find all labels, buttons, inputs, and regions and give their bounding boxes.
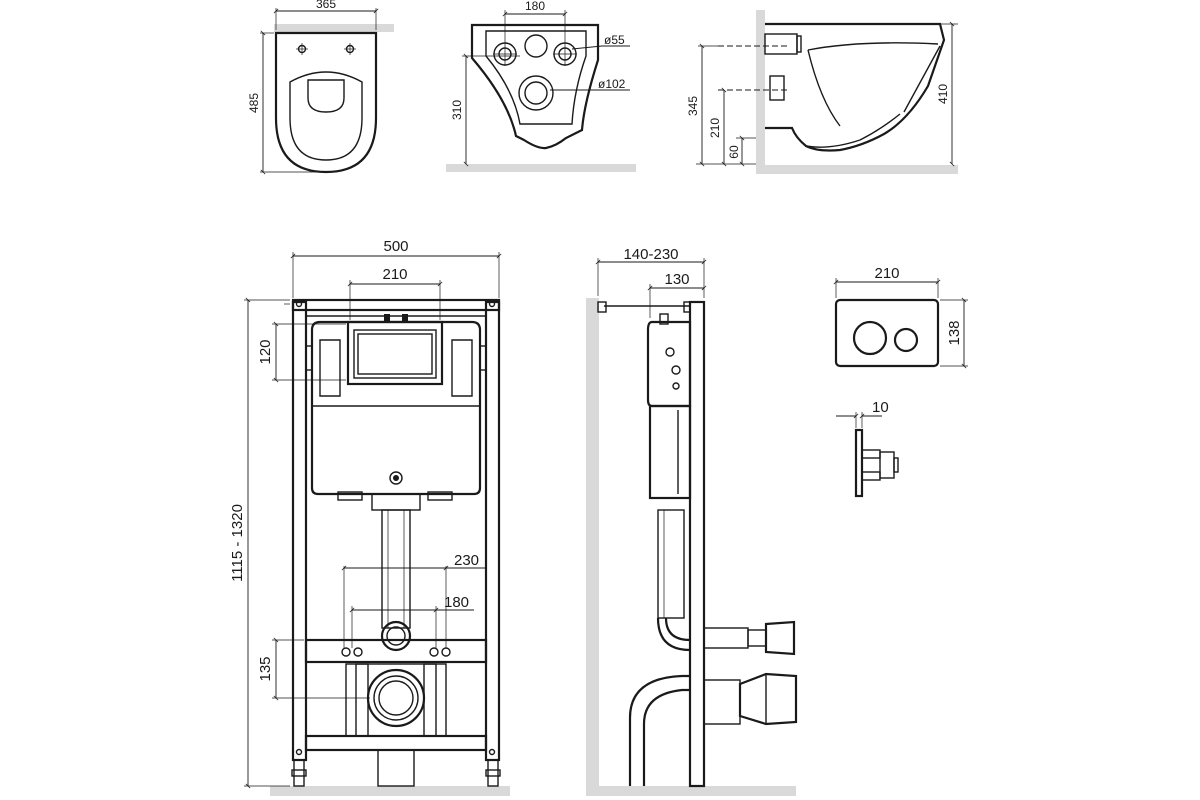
rear-view-small-hole: ø55 — [604, 33, 625, 47]
side-view-total-height: 410 — [936, 84, 950, 104]
full-flush-button-icon — [852, 320, 888, 356]
toilet-side-view: 410 345 210 60 — [686, 10, 958, 174]
frame-fixing-hole-icon — [488, 300, 496, 308]
frame-side-view: 140-230 130 — [586, 246, 798, 796]
frame-depth-range: 140-230 — [623, 246, 678, 263]
outlet-height: 135 — [257, 656, 274, 681]
frame-fixing-hole-icon — [295, 300, 303, 308]
flush-plate-height: 138 — [946, 320, 963, 345]
tank-depth: 130 — [664, 271, 689, 288]
rear-view-hole-spacing: 180 — [525, 0, 545, 13]
frame-fixing-hole-icon — [488, 748, 496, 756]
frame-width: 500 — [383, 238, 408, 255]
fixing-hole-icon — [344, 43, 356, 55]
side-view-fixing-height: 345 — [686, 96, 700, 116]
flush-plate-thickness: 10 — [872, 399, 889, 416]
flush-plate-side: 10 — [836, 399, 899, 498]
side-view-inlet-height: 60 — [727, 145, 741, 159]
top-view-depth: 485 — [247, 93, 261, 113]
stud-spacing-inner: 180 — [444, 594, 469, 611]
toilet-rear-view: 180 ø55 ø102 310 — [446, 0, 636, 172]
fixing-hole-icon — [296, 43, 308, 55]
flush-plate-width: 210 — [874, 265, 899, 282]
top-view-width: 365 — [316, 0, 336, 11]
plate-width: 210 — [382, 266, 407, 283]
toilet-top-view: 365 485 — [247, 0, 394, 175]
side-view-outlet-height: 210 — [708, 118, 722, 138]
stud-spacing-outer: 230 — [454, 552, 479, 569]
frame-front-view: 500 210 120 1115 - 1320 230 180 135 — [229, 238, 510, 796]
rear-view-outlet-hole: ø102 — [598, 77, 626, 91]
frame-fixing-hole-icon — [295, 748, 303, 756]
flush-plate-front: 210 138 — [833, 265, 968, 369]
plate-height: 120 — [257, 339, 274, 364]
half-flush-button-icon — [893, 327, 919, 353]
rear-view-height: 310 — [450, 100, 464, 120]
frame-height-range: 1115 - 1320 — [229, 504, 246, 582]
